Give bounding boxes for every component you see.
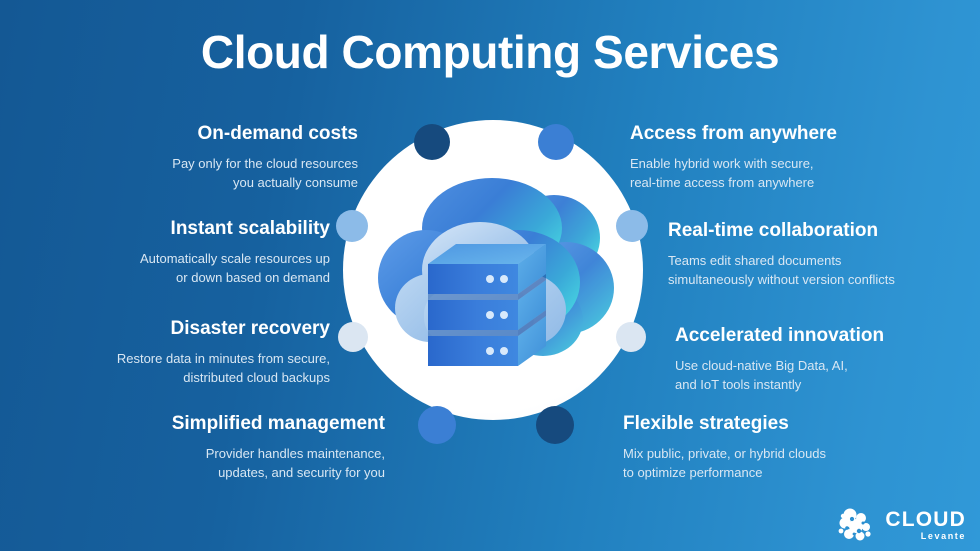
orb-bottom-right (536, 406, 574, 444)
feature-description: Automatically scale resources up or down … (140, 250, 330, 288)
orb-low-right (616, 322, 646, 352)
logo-brand-text: CLOUD (885, 508, 966, 531)
feature-description: Mix public, private, or hybrid clouds to … (623, 445, 826, 483)
orb-low-left (338, 322, 368, 352)
feature-description-line: to optimize performance (623, 464, 763, 480)
page-title: Cloud Computing Services (200, 26, 780, 78)
feature-description-line: Restore data in minutes from secure, (116, 350, 330, 366)
feature-description-line: and IoT tools instantly (675, 376, 802, 392)
feature-description-line: Enable hybrid work with secure, (630, 155, 814, 171)
feature-description: Restore data in minutes from secure, dist… (117, 350, 330, 388)
feature-description-line: Provider handles maintenance, (205, 445, 385, 461)
feature-title: Disaster recovery (170, 318, 331, 339)
cloud-dots-logo-icon (838, 508, 871, 541)
feature-title: Flexible strategies (623, 413, 789, 434)
feature-title: Real-time collaboration (668, 220, 879, 241)
feature-description-line: Mix public, private, or hybrid clouds (623, 445, 827, 461)
brand-logo[interactable]: CLOUD Levante (837, 507, 966, 543)
feature-title: On-demand costs (197, 123, 358, 144)
feature-description-line: Pay only for the cloud resources (172, 155, 358, 171)
logo-wordmark: CLOUD Levante (885, 509, 966, 541)
feature-description: Teams edit shared documents simultaneousl… (668, 252, 895, 290)
logo-sub-text: Levante (920, 531, 966, 541)
feature-description: Use cloud-native Big Data, AI, and IoT to… (675, 357, 884, 395)
feature-title: Simplified management (171, 413, 385, 434)
feature-description-line: distributed cloud backups (183, 369, 330, 385)
feature-title: Accelerated innovation (675, 325, 885, 346)
cloud-server-illustration (368, 160, 618, 395)
feature-description-line: Use cloud-native Big Data, AI, (675, 357, 848, 373)
orb-mid-left (336, 210, 368, 242)
feature-description-line: simultaneously without version conflicts (668, 271, 895, 287)
orb-top-right (538, 124, 574, 160)
feature-description-line: Teams edit shared documents (668, 252, 842, 268)
feature-description-line: or down based on demand (176, 269, 330, 285)
orb-top-left (414, 124, 450, 160)
feature-description-line: real-time access from anywhere (630, 174, 815, 190)
feature-description: Provider handles maintenance, updates, an… (172, 445, 385, 483)
feature-description-line: updates, and security for you (218, 464, 385, 480)
feature-title: Access from anywhere (630, 123, 837, 144)
orb-bottom-left (418, 406, 456, 444)
feature-description: Enable hybrid work with secure, real-time… (630, 155, 837, 193)
feature-description-line: you actually consume (232, 174, 358, 190)
feature-description-line: Automatically scale resources up (139, 250, 330, 266)
orb-mid-right (616, 210, 648, 242)
feature-title: Instant scalability (170, 218, 330, 239)
feature-description: Pay only for the cloud resources you actu… (172, 155, 358, 193)
